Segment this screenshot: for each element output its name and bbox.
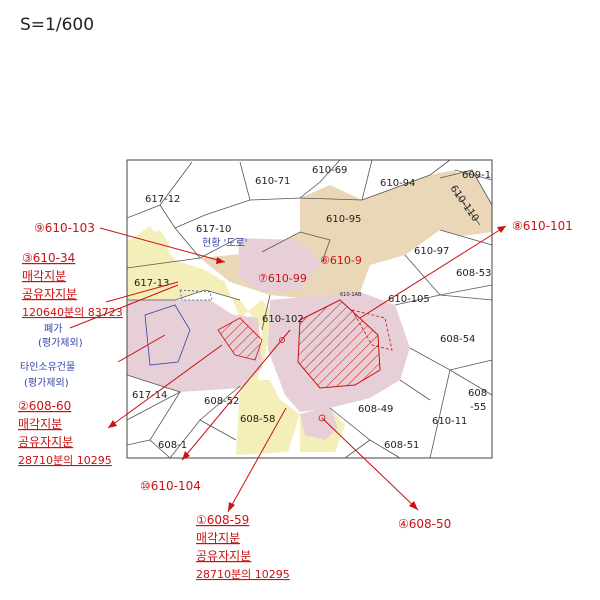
parcel-label: 617-13 <box>134 278 169 289</box>
callout-line: 120640분의 83723 <box>22 306 123 319</box>
callout-title: ④608-50 <box>398 517 451 531</box>
parcel-label: 608-49 <box>358 404 393 415</box>
parcel-label: 608-53 <box>456 268 491 279</box>
building-hatched-small <box>217 317 263 361</box>
note-text: 폐가 <box>44 323 62 335</box>
marker-circle <box>318 414 326 422</box>
callout-title: ⑩610-104 <box>140 479 201 493</box>
road-label: 현황 '도로' <box>202 237 247 249</box>
building-outline-dashed <box>351 309 393 351</box>
callout-title: ③610-34 <box>22 251 75 265</box>
parcel-label: 610-1AB <box>340 292 362 298</box>
parcel-label: 610-69 <box>312 165 347 176</box>
inner-label-610-9: ⑥610-9 <box>320 254 362 267</box>
callout-608-50: ④608-50 <box>398 517 451 531</box>
scale-label: S=1/600 <box>20 15 94 35</box>
subject-parcel-610-99 <box>238 238 322 292</box>
others-building-outline <box>144 304 191 366</box>
callout-line: 28710분의 10295 <box>196 568 290 581</box>
parcel-label: 610-97 <box>414 246 449 257</box>
parcel-label: 610-11 <box>432 416 467 427</box>
inner-label-610-99: ⑦610-99 <box>258 272 307 285</box>
parcel-label: 617-10 <box>196 224 231 235</box>
note-text: (평가제외) <box>38 337 83 349</box>
parcel-label: 608-58 <box>240 414 275 425</box>
marker-circle <box>279 337 285 343</box>
callout-line: 28710분의 10295 <box>18 454 112 467</box>
parcel-label: 610-102 <box>262 314 304 325</box>
note-others-building: 타인소유건물 (평가제외) <box>20 361 75 389</box>
parcel-boundaries <box>126 159 493 459</box>
parcel-label: 610-94 <box>380 178 415 189</box>
parcel-label: 608-52 <box>204 396 239 407</box>
parcel-label: 610-95 <box>326 214 361 225</box>
parcel-label: 617-14 <box>132 390 167 401</box>
parcel-label: 610-71 <box>255 176 290 187</box>
callout-608-59: ①608-59 매각지분 공유자지분 28710분의 10295 <box>196 513 290 581</box>
parcel-label: 617-12 <box>145 194 180 205</box>
callout-line: 공유자지분 <box>18 435 73 449</box>
callout-610-103: ⑨610-103 <box>34 221 95 235</box>
building-hatched <box>297 299 381 389</box>
parcel-label: 609-1 <box>462 170 491 181</box>
callout-line: 매각지분 <box>196 531 240 545</box>
callout-line: 매각지분 <box>22 269 66 283</box>
callout-610-101: ⑧610-101 <box>512 219 573 233</box>
parcel-label: 608-54 <box>440 334 475 345</box>
note-demolished: 폐가 (평가제외) <box>38 323 83 349</box>
callout-title: ②608-60 <box>18 399 71 413</box>
tan-road-ne <box>440 170 492 230</box>
callout-title: ⑨610-103 <box>34 221 95 235</box>
callout-title: ⑧610-101 <box>512 219 573 233</box>
callout-line: 매각지분 <box>18 417 62 431</box>
parcel-label: 610-105 <box>388 294 430 305</box>
callout-608-60: ②608-60 매각지분 공유자지분 28710분의 10295 <box>18 399 112 467</box>
parcel-label: -55 <box>470 402 486 413</box>
note-text: 타인소유건물 <box>20 361 75 373</box>
parcel-label: 608-51 <box>384 440 419 451</box>
callout-610-104: ⑩610-104 <box>140 479 201 493</box>
callout-line: 공유자지분 <box>22 287 77 301</box>
parcel-label: 608 <box>468 388 487 399</box>
parcel-label: 608-1 <box>158 440 187 451</box>
road-area-west <box>127 230 170 268</box>
callout-610-34: ③610-34 매각지분 공유자지분 120640분의 83723 <box>22 251 123 319</box>
callout-title: ①608-59 <box>196 513 249 527</box>
subject-parcel-608-50 <box>300 406 338 440</box>
note-text: (평가제외) <box>24 377 69 389</box>
callout-line: 공유자지분 <box>196 549 251 563</box>
leader-lines <box>69 225 507 513</box>
road-area <box>127 226 300 455</box>
